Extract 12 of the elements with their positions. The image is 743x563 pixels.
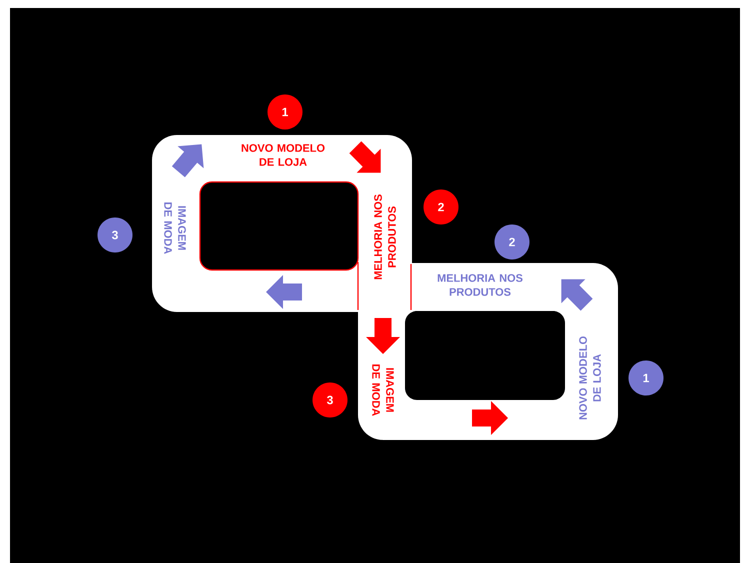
text-label: IMAGEM DE MODA	[372, 364, 394, 416]
text-label: NOVO MODELO DE LOJA	[242, 144, 325, 166]
text-label: MELHORIA NOS PRODUTOS	[438, 274, 522, 296]
number-badge: 3	[98, 218, 132, 252]
number-badge: 1	[268, 94, 302, 130]
number-badge: 3	[312, 382, 348, 418]
text-label: NOVO MODELO DE LOJA	[579, 336, 601, 420]
number-badge: 1	[628, 360, 664, 396]
number-badge: 2	[494, 224, 530, 260]
text-label: IMAGEM DE MODA	[164, 202, 186, 254]
number-badge: 2	[424, 190, 458, 224]
text-label: MELHORIA NOS PRODUTOS	[374, 194, 396, 280]
